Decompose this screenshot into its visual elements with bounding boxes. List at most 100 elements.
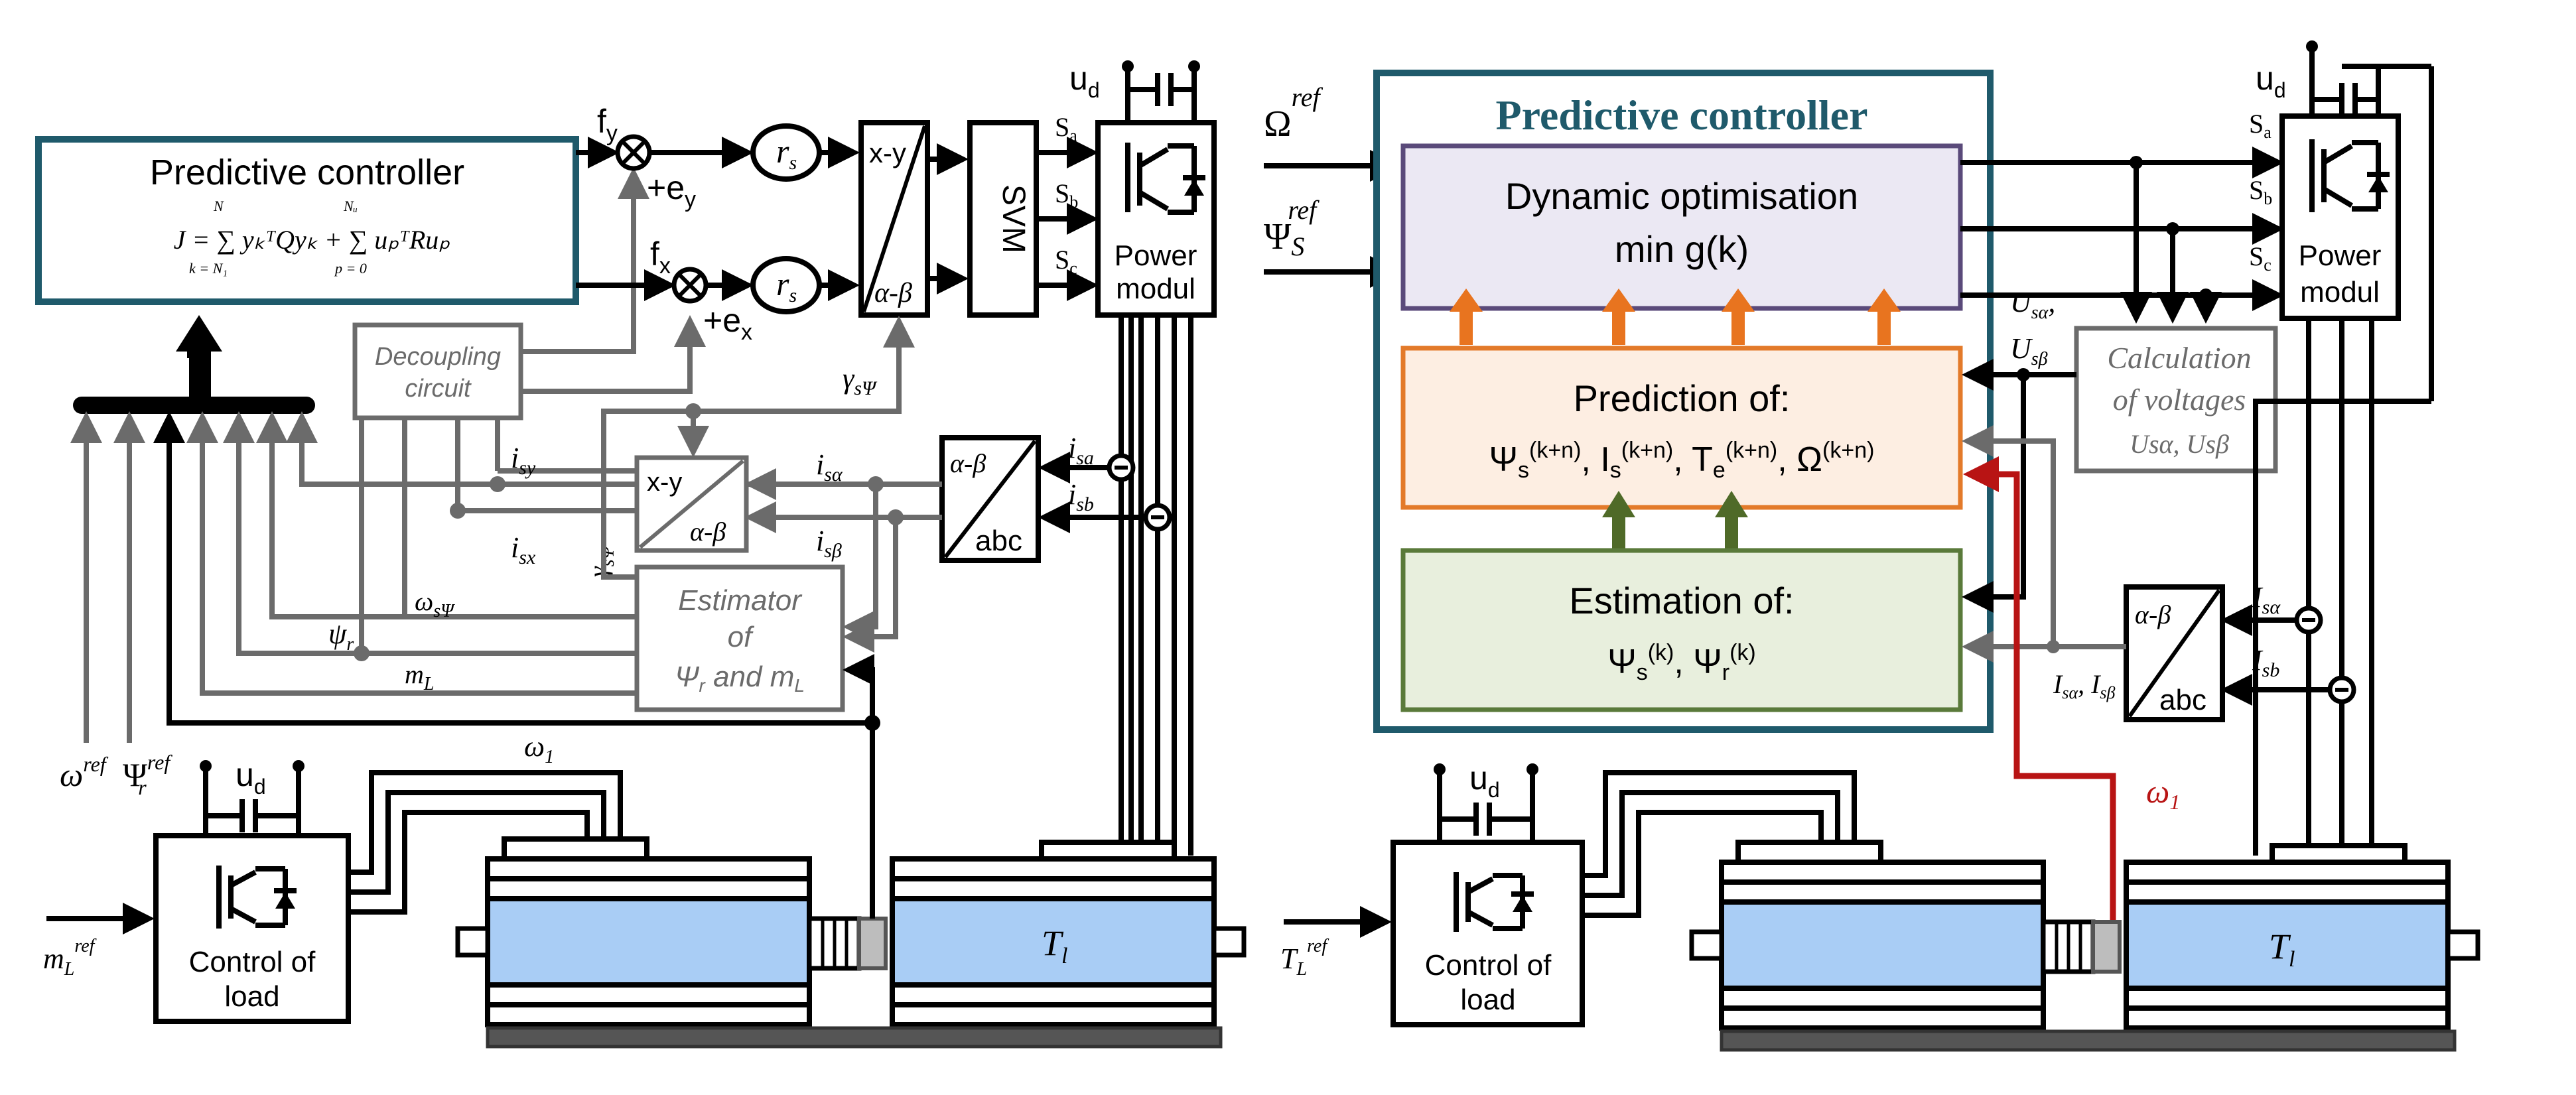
sa-label: Sa bbox=[1055, 112, 1077, 145]
isy-label: isy bbox=[511, 442, 536, 479]
right-sa-label: Sa bbox=[2249, 109, 2271, 142]
left-dc-link: ud bbox=[1069, 60, 1200, 123]
isbeta-label: isβ bbox=[816, 525, 842, 562]
omega-s-psi-label: ωsΨ bbox=[415, 586, 455, 621]
ex-label: +ex bbox=[703, 302, 752, 345]
xy-label: x-y bbox=[869, 137, 906, 168]
calc-voltages-label-1: Calculation bbox=[2107, 341, 2251, 375]
sc-label: Sc bbox=[1055, 245, 1077, 278]
left-bus-inputs bbox=[70, 411, 872, 743]
right-ud-label: ud bbox=[2256, 60, 2286, 102]
prediction-title: Prediction of: bbox=[1574, 377, 1791, 419]
ey-label: +ey bbox=[647, 169, 696, 212]
psi-r-label: ψr bbox=[328, 617, 354, 655]
alphabeta-label: α-β bbox=[874, 278, 912, 308]
svm-block bbox=[967, 120, 1039, 318]
left-power-module: Power modul bbox=[1095, 120, 1217, 318]
left-tl-label: Tl bbox=[1042, 923, 1068, 968]
optimisation-label-2: min g(k) bbox=[1615, 228, 1749, 270]
right-sb-label: Sb bbox=[2249, 175, 2272, 208]
isx-label: isx bbox=[511, 531, 536, 568]
right-load-label-1: Control of bbox=[1425, 949, 1552, 982]
prediction-vars: Ψs(k+n), Is(k+n), Te(k+n), Ω(k+n) bbox=[1489, 438, 1875, 483]
left-diagram: Predictive controller J = ∑ yₖᵀQyₖ + ∑ u… bbox=[35, 60, 1247, 1049]
estimator-label-2: of bbox=[728, 621, 755, 653]
sum-junction-x bbox=[671, 267, 709, 304]
left-load-label-1: Control of bbox=[189, 946, 316, 978]
right-ab-label: α-β bbox=[2135, 600, 2171, 629]
left-abc-label: abc bbox=[975, 525, 1022, 557]
left-controller-formula: J = ∑ yₖᵀQyₖ + ∑ uₚᵀRuₚ bbox=[174, 225, 450, 255]
left-ab-label: α-β bbox=[950, 448, 986, 478]
tl-ref-label: TLref bbox=[1280, 936, 1329, 980]
right-isa-label: Isα bbox=[2252, 581, 2281, 618]
svm-label: SVM bbox=[996, 184, 1031, 253]
right-omega1-label: ω1 bbox=[2146, 773, 2180, 814]
decoupling-label-1: Decoupling bbox=[375, 343, 501, 371]
optimisation-label-1: Dynamic optimisation bbox=[1505, 175, 1858, 217]
right-diagram: Ωref ΨSref Predictive controller Dynamic… bbox=[1264, 40, 2480, 1052]
estimation-title: Estimation of: bbox=[1569, 580, 1794, 621]
decoupling-label-2: circuit bbox=[405, 375, 472, 403]
right-load-control: Control of load ud bbox=[1390, 759, 1585, 1027]
right-psi-ref-label: ΨSref bbox=[1264, 195, 1320, 261]
gamma-label-top: γsΨ bbox=[843, 362, 878, 399]
sb-label: Sb bbox=[1055, 178, 1078, 212]
right-tl-label: Tl bbox=[2269, 927, 2295, 972]
left-controller-title: Predictive controller bbox=[150, 153, 464, 192]
right-abc-label: abc bbox=[2159, 684, 2206, 716]
right-load-ud-label: ud bbox=[1469, 759, 1500, 802]
u-sbeta-label: Usβ bbox=[2010, 332, 2048, 369]
formula-sum1-bottom: k = N₁ bbox=[189, 260, 228, 277]
speed-feedback-path bbox=[1963, 456, 2116, 922]
estimation-to-prediction-arrows bbox=[1602, 491, 1748, 550]
ml-label: mL bbox=[405, 659, 434, 694]
alphabeta2-label: α-β bbox=[690, 517, 726, 547]
formula-sum2-top: Nᵤ bbox=[343, 198, 358, 214]
rs-label-x: rs bbox=[776, 265, 797, 306]
isalpha-label: isα bbox=[816, 448, 843, 485]
left-measurement-bus bbox=[73, 315, 315, 414]
estimation-block bbox=[1400, 548, 1963, 712]
right-load-label-2: load bbox=[1460, 984, 1515, 1016]
optimisation-block bbox=[1400, 143, 1963, 311]
right-power-label-1: Power bbox=[2299, 239, 2382, 272]
left-power-label-1: Power bbox=[1115, 239, 1197, 272]
calc-voltages-label-3: Usα, Usβ bbox=[2130, 429, 2229, 459]
right-power-label-2: modul bbox=[2300, 276, 2380, 308]
estimator-label-3: Ψr and mL bbox=[675, 661, 805, 696]
sum-junction-y bbox=[615, 134, 652, 171]
right-i-pair-label: Isα, Isβ bbox=[2053, 669, 2116, 702]
formula-sum2-bottom: p = 0 bbox=[334, 260, 367, 277]
right-machine-set: Tl bbox=[1689, 840, 2480, 1052]
formula-sum1-top: N bbox=[213, 198, 224, 214]
calc-voltages-label-2: of voltages bbox=[2113, 383, 2246, 417]
left-load-control: Control of load ud bbox=[153, 756, 351, 1024]
left-power-label-2: modul bbox=[1116, 273, 1195, 305]
prediction-to-optimisation-arrows bbox=[1450, 289, 1901, 345]
right-controller-title: Predictive controller bbox=[1496, 92, 1868, 139]
right-sc-label: Sc bbox=[2249, 241, 2271, 275]
fx-label: fx bbox=[650, 235, 671, 279]
right-isb-label: Isb bbox=[2252, 644, 2279, 681]
gamma-label-side: γsΨ bbox=[583, 545, 618, 577]
estimator-block bbox=[634, 564, 845, 712]
xy2-label: x-y bbox=[647, 468, 682, 497]
left-load-ud-label: ud bbox=[236, 756, 266, 799]
right-omega-ref-label: Ωref bbox=[1264, 82, 1323, 145]
isb-label: isb bbox=[1068, 478, 1094, 515]
estimator-label-1: Estimator bbox=[678, 584, 803, 617]
left-ud-label: ud bbox=[1069, 60, 1100, 102]
decoupling-circuit-block bbox=[352, 322, 523, 420]
ml-ref-label: mLref bbox=[43, 936, 97, 980]
left-machine-set: Tl bbox=[455, 723, 1247, 1049]
left-omega1-label: ω1 bbox=[524, 730, 554, 767]
u-salpha-label: Usα, bbox=[2010, 286, 2055, 323]
prediction-block bbox=[1400, 346, 1963, 510]
rs-label-y: rs bbox=[776, 133, 797, 174]
left-predictive-controller-block: Predictive controller J = ∑ yₖᵀQyₖ + ∑ u… bbox=[35, 136, 579, 305]
isa-label: isa bbox=[1068, 432, 1094, 469]
omega-ref-label: ωref bbox=[60, 752, 109, 793]
